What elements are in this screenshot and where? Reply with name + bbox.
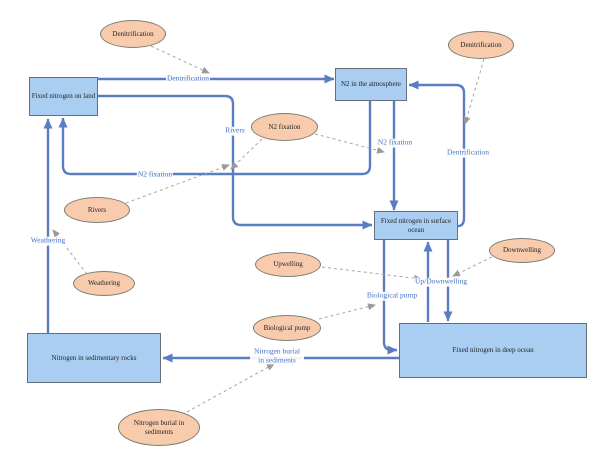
bubble-n2-fixation: N2 fixation [251, 113, 318, 141]
node-label: Fixed nitrogen in surface ocean [380, 216, 452, 234]
connector-n2fixation-to-left-edge [230, 138, 263, 170]
bubble-label: Weathering [87, 279, 121, 288]
edge-dentrification-surface-to-atmosphere [408, 80, 466, 228]
connector-downwelling [452, 256, 493, 277]
connector-denitrification-right [463, 58, 485, 125]
bubble-label: Downwelling [502, 246, 542, 255]
bubble-label: Nitrogen burial in sediments [133, 419, 185, 436]
node-fixed-nitrogen-in-deep-ocean: Fixed nitrogen in deep ocean [399, 323, 587, 378]
edge-n2fixation-atmosphere-to-land [58, 101, 372, 176]
edge-label-nitrogen-burial: Nitrogen burial in sediments [250, 346, 304, 365]
bubble-weathering: Weathering [73, 271, 135, 296]
bubble-denitrification-left: Denitrification [100, 20, 166, 48]
connector-rivers [125, 164, 230, 204]
edge-biological-pump-surface-to-deep [382, 240, 398, 355]
node-label: Fixed nitrogen in deep ocean [452, 346, 534, 355]
node-label: N2 in the atmosphere [340, 80, 402, 89]
node-label: Fixed nitrogen on land [31, 92, 96, 101]
bubble-upwelling: Upwelling [255, 252, 321, 277]
connector-denitrification-left [150, 45, 210, 74]
bubble-label: Denitrification [460, 40, 502, 49]
bubble-nitrogen-burial-in-sediments: Nitrogen burial in sediments [118, 409, 200, 446]
bubble-label: Upwelling [273, 260, 303, 269]
bubble-label: Denitrification [112, 29, 154, 38]
bubble-label: N2 fixation [268, 122, 301, 131]
edge-label-dentrification-top: Dentrification [165, 73, 211, 84]
bubble-denitrification-right: Denitrification [448, 31, 514, 59]
edge-rivers-land-to-surface [98, 94, 373, 230]
edge-label-n2-fixation-left: N2 fixation [136, 169, 174, 180]
connector-biological-pump [318, 303, 376, 320]
node-fixed-nitrogen-in-surface-ocean: Fixed nitrogen in surface ocean [374, 211, 458, 240]
bubble-rivers: Rivers [64, 197, 130, 223]
edge-label-up-downwelling: Up/Downwelling [413, 276, 469, 287]
edge-label-biological-pump: Biological pump [365, 290, 419, 301]
bubble-downwelling: Downwelling [489, 238, 555, 263]
edge-label-dentrification-right: Dentrification [445, 147, 491, 158]
bubble-label: Biological pump [263, 323, 311, 332]
connector-nitrogen-burial [186, 363, 275, 413]
edge-label-weathering: Weathering [29, 235, 67, 246]
connector-n2fixation-to-mid-edge [314, 133, 385, 154]
bubble-biological-pump: Biological pump [253, 315, 321, 341]
edge-label-rivers: Rivers [224, 125, 246, 136]
node-nitrogen-in-sedimentary-rocks: Nitrogen in sedimentary rocks [27, 333, 161, 383]
edge-label-n2-fixation-mid: N2 fixation [376, 137, 414, 148]
connector-upwelling [321, 266, 422, 282]
bubble-label: Rivers [87, 205, 107, 214]
node-n2-in-the-atmosphere: N2 in the atmosphere [335, 68, 407, 101]
node-fixed-nitrogen-on-land: Fixed nitrogen on land [29, 77, 98, 116]
node-label: Nitrogen in sedimentary rocks [51, 353, 137, 362]
